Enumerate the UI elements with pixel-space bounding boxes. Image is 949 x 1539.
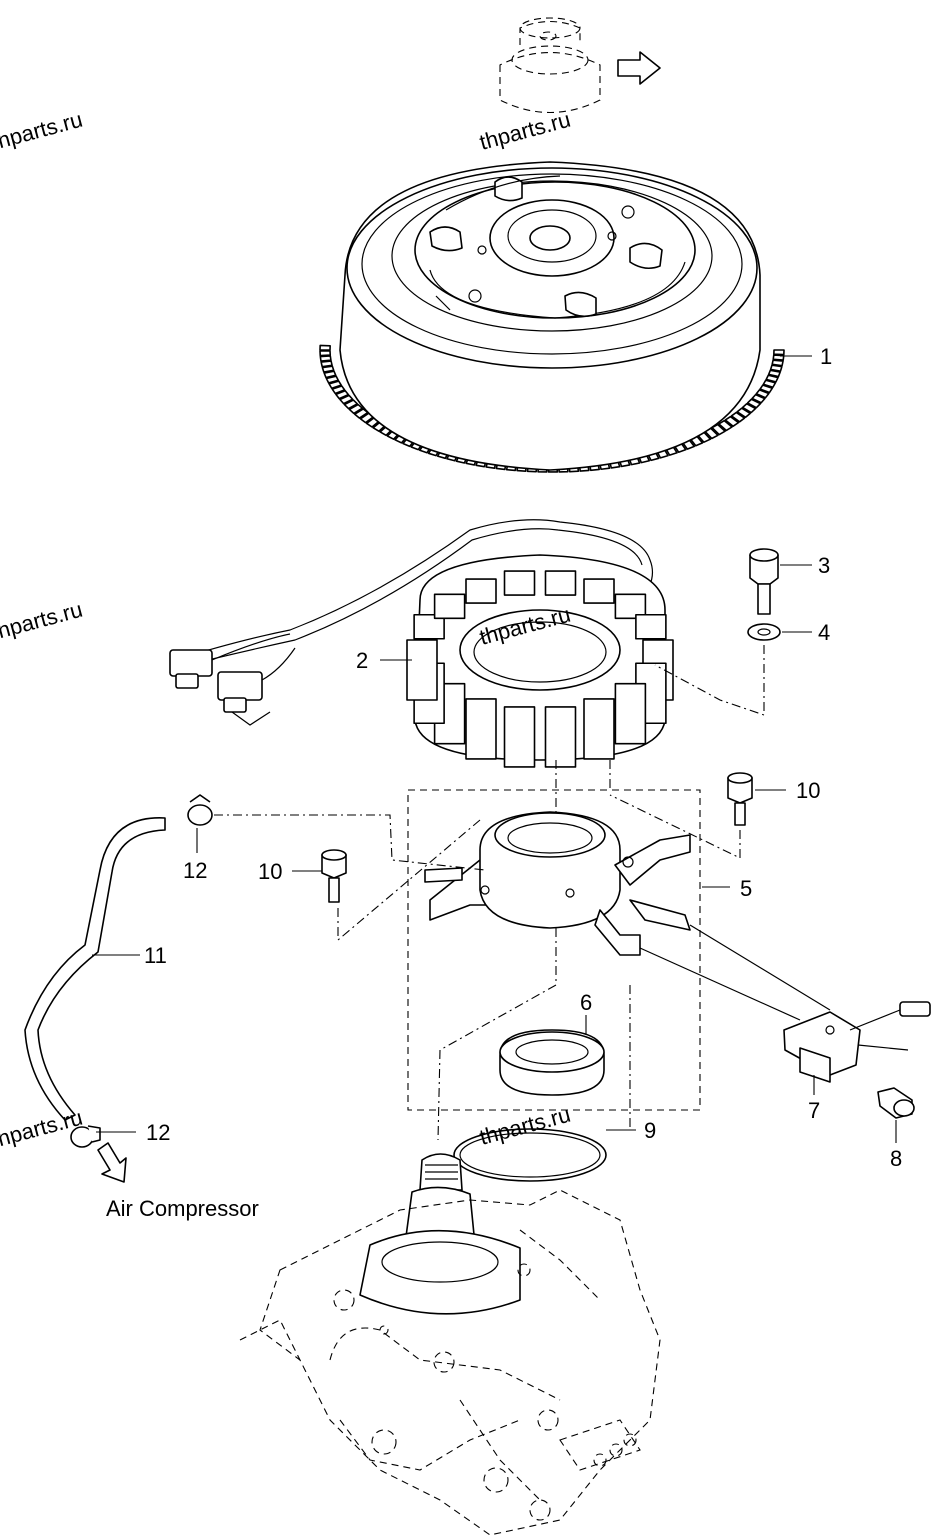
gear-tooth [730, 411, 746, 423]
stator-poles [406, 570, 674, 768]
gear-tooth [771, 359, 784, 367]
air-compressor-label: Air Compressor [106, 1196, 259, 1221]
center-axis-line [437, 760, 557, 1141]
center-axis-line-2 [609, 760, 631, 1130]
callout-3: 3 [818, 553, 830, 578]
arrow-right-icon [617, 51, 661, 85]
gear-tooth [339, 394, 354, 405]
watermark: thparts.ru [477, 107, 573, 155]
gear-tooth [773, 349, 785, 356]
clamp-part-12-top [187, 794, 213, 826]
gear-tooth [769, 364, 783, 372]
stator-pole [433, 593, 466, 620]
callout-5: 5 [740, 876, 752, 901]
stator-pole [465, 698, 497, 760]
gear-tooth [751, 393, 766, 404]
gear-tooth [762, 379, 777, 389]
lower-housing-dashed [239, 1153, 661, 1536]
stator-part-2 [174, 519, 674, 768]
callout-7: 7 [808, 1098, 820, 1123]
gear-tooth [759, 384, 774, 394]
screw-part-8 [877, 1087, 915, 1119]
gear-tooth [335, 389, 350, 400]
bolt-10-left-centerline [337, 819, 481, 942]
top-pulley-dashed [499, 17, 601, 113]
gear-tooth [736, 407, 752, 419]
bolt-part-3 [749, 548, 779, 615]
callout-10-right: 10 [796, 778, 820, 803]
callout-2: 2 [356, 648, 368, 673]
arrow-down-icon [97, 1142, 127, 1183]
watermark: thparts.ru [0, 1105, 85, 1153]
stator-pole [544, 706, 577, 768]
gear-tooth [325, 375, 340, 384]
gear-tooth [331, 385, 346, 395]
gear-tooth [767, 369, 781, 378]
gear-tooth [323, 370, 337, 379]
stator-pole [614, 682, 647, 745]
gear-tooth [320, 360, 333, 368]
stator-pole [583, 698, 615, 760]
clamp-part-12-bottom [70, 1125, 101, 1148]
bolt-10-right-centerline [609, 794, 741, 859]
washer-part-4 [747, 623, 781, 641]
gear-tooth [321, 365, 335, 373]
gear-tooth [755, 389, 770, 399]
gear-tooth [319, 355, 332, 362]
gear-tooth [319, 350, 332, 357]
gear-tooth [765, 374, 779, 383]
gear-tooth [343, 399, 359, 410]
gear-tooth [328, 380, 342, 390]
flywheel-part-1 [319, 161, 785, 473]
gear-tooth [724, 415, 740, 428]
hose-centerline [214, 814, 486, 871]
watermark: thparts.ru [0, 107, 85, 155]
hose-part-11 [24, 817, 166, 1121]
callout-4: 4 [818, 620, 830, 645]
gear-tooth [746, 398, 762, 409]
stator-pole [503, 706, 536, 768]
stator-pole [635, 613, 667, 640]
bolt-part-10-right [727, 772, 753, 826]
watermark: thparts.ru [0, 597, 85, 645]
connector-icon [169, 633, 296, 726]
stator-pole [583, 578, 615, 604]
callout-11: 11 [144, 943, 167, 968]
callout-12-bottom: 12 [146, 1120, 170, 1145]
gear-tooth [718, 419, 733, 432]
gear-tooth [741, 402, 757, 414]
pulser-coil-part-7 [639, 924, 931, 1083]
gear-tooth [319, 344, 331, 351]
stator-pole [544, 570, 577, 596]
gear-tooth [348, 403, 364, 415]
stator-pole [503, 570, 536, 596]
callout-1: 1 [820, 344, 832, 369]
oil-seal-part-6 [499, 1029, 605, 1096]
callout-8: 8 [890, 1146, 902, 1171]
bolt-part-10-left [321, 849, 347, 903]
stator-pole [406, 639, 438, 701]
callout-9: 9 [644, 1118, 656, 1143]
o-ring-part-9 [453, 1128, 607, 1182]
callout-12-top: 12 [183, 858, 207, 883]
pulser-assembly-part-5 [407, 789, 701, 1111]
callout-6: 6 [580, 990, 592, 1015]
stator-pole [465, 578, 497, 604]
bolt-3-centerline [654, 645, 765, 716]
callout-10-left: 10 [258, 859, 282, 884]
